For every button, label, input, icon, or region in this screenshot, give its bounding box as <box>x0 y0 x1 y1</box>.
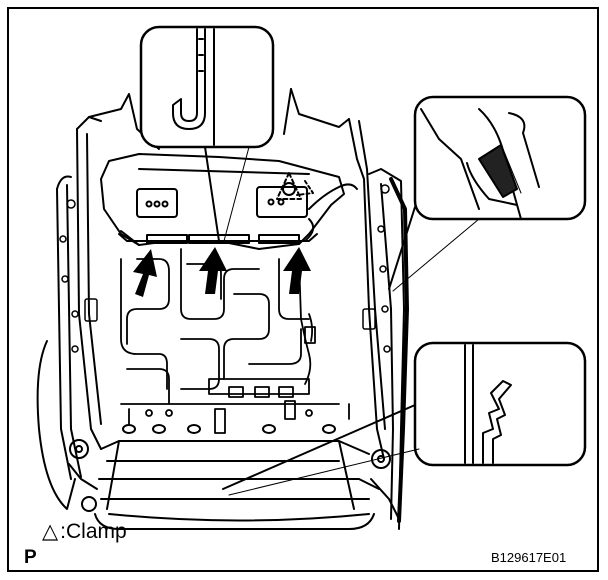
clamp-legend: △:Clamp <box>42 519 127 544</box>
push-arrow-center <box>199 247 227 294</box>
recliner-right <box>370 449 400 520</box>
seat-back-frame <box>36 88 409 530</box>
seat-frame-illustration <box>36 25 587 530</box>
spring-wire-grid <box>120 248 350 425</box>
wire-harness <box>145 258 316 434</box>
push-arrow-right <box>283 247 311 294</box>
recliner-left <box>68 439 98 512</box>
seat-cushion-frame <box>94 424 380 530</box>
diagram-frame: △:Clamp P B129617E01 <box>7 7 599 572</box>
clamp-triangle-icon: △ <box>42 520 59 543</box>
push-arrows <box>133 247 311 297</box>
snap-clip-callout <box>222 341 587 496</box>
legend-separator: : <box>60 519 66 543</box>
push-arrow-left <box>133 249 157 297</box>
hook-clip-callout <box>139 25 275 242</box>
corner-mark: P <box>24 547 37 568</box>
clamp-engagement-callout <box>388 95 587 292</box>
rail-holes <box>59 184 391 353</box>
figure-id: B129617E01 <box>491 550 567 565</box>
legend-text: Clamp <box>66 519 127 543</box>
clamp-marker-icon <box>276 172 314 200</box>
upper-cover-panel <box>100 153 358 250</box>
